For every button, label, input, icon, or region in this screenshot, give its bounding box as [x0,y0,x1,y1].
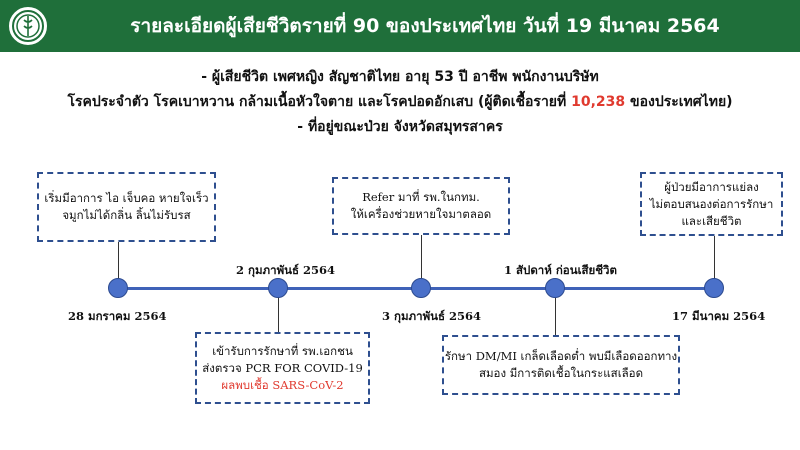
event-box-hospital-admission: เข้ารับการรักษาที่ รพ.เอกชน ส่งตรวจ PCR … [195,332,370,404]
page-title: รายละเอียดผู้เสียชีวิตรายที่ 90 ของประเท… [130,15,720,37]
event-box-line: เริ่มมีอาการ ไอ เจ็บคอ หายใจเร็ว [44,191,209,205]
event-box-line: Refer มาที่ รพ.ในกทม. [362,190,480,204]
timeline-marker [108,278,128,298]
event-box-line: ให้เครื่องช่วยหายใจมาตลอด [350,207,492,221]
timeline-date: 1 สัปดาห์ ก่อนเสียชีวิต [504,263,617,277]
summary-line-1: - ผู้เสียชีวิต เพศหญิง สัญชาติไทย อายุ 5… [201,69,599,85]
event-box-line: สมอง มีการติดเชื้อในกระแสเลือด [478,366,644,380]
event-box-line: รักษา DM/MI เกล็ดเลือดต่ำ พบมีเลือดออกทา… [444,349,678,363]
event-box-line: เข้ารับการรักษาที่ รพ.เอกชน [212,343,353,358]
event-box-line: จมูกไม่ได้กลิ่น ลิ้นไม่รับรส [62,208,191,222]
case-number-highlight: 10,238 [571,94,626,110]
timeline-marker [704,278,724,298]
summary-line-2-suffix: ของประเทศไทย) [625,94,733,110]
event-box-referral: Refer มาที่ รพ.ในกทม. ให้เครื่องช่วยหายใ… [332,177,510,235]
event-box-line: และเสียชีวิต [681,213,742,228]
connector-line [118,242,119,280]
event-box-treatment: รักษา DM/MI เกล็ดเลือดต่ำ พบมีเลือดออกทา… [442,335,680,395]
header-bar: รายละเอียดผู้เสียชีวิตรายที่ 90 ของประเท… [0,0,800,52]
summary-line-2: โรคประจำตัว โรคเบาหวาน กล้ามเนื้อหัวใจตา… [0,91,800,113]
connector-line [714,236,715,280]
event-box-death: ผู้ป่วยมีอาการแย่ลง ไม่ตอบสนองต่อการรักษ… [640,172,783,236]
connector-line [421,235,422,280]
summary-line-2-prefix: โรคประจำตัว โรคเบาหวาน กล้ามเนื้อหัวใจตา… [67,94,572,110]
timeline-date: 2 กุมภาพันธ์ 2564 [236,263,336,277]
timeline-date: 28 มกราคม 2564 [68,309,167,323]
timeline-date: 17 มีนาคม 2564 [672,309,766,323]
ministry-logo-icon [9,7,47,45]
timeline-marker [411,278,431,298]
event-box-symptom-onset: เริ่มมีอาการ ไอ เจ็บคอ หายใจเร็ว จมูกไม่… [37,172,216,242]
connector-line [555,296,556,335]
summary-line-3: - ที่อยู่ขณะป่วย จังหวัดสมุทรสาคร [297,119,503,135]
event-box-line: ผู้ป่วยมีอาการแย่ลง [664,179,759,194]
event-box-line: ไม่ตอบสนองต่อการรักษา [649,196,774,211]
connector-line [278,296,279,332]
event-box-line: ส่งตรวจ PCR FOR COVID-19 [202,360,363,375]
timeline-date: 3 กุมภาพันธ์ 2564 [382,309,482,323]
test-result-line: ผลพบเชื้อ SARS-CoV-2 [221,377,344,392]
timeline-marker [545,278,565,298]
timeline-marker [268,278,288,298]
